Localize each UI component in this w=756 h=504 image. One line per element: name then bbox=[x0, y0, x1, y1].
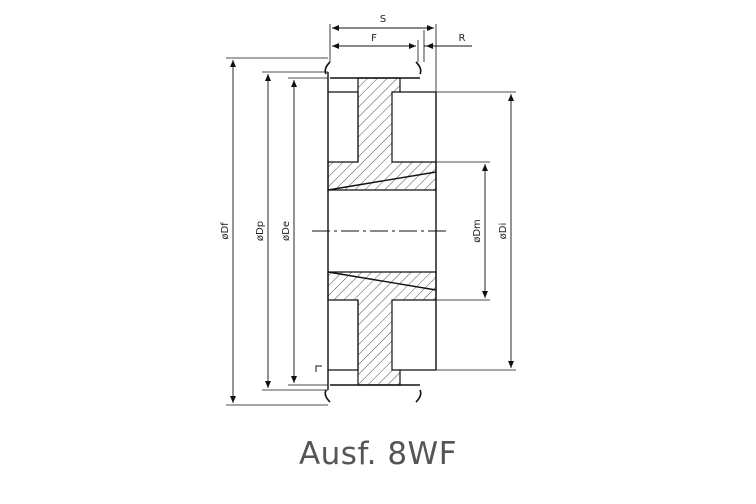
caption: Ausf. 8WF bbox=[298, 436, 458, 472]
label-dm: øDm bbox=[472, 219, 483, 243]
dimension-lines bbox=[230, 25, 514, 403]
label-dp: øDp bbox=[255, 221, 266, 241]
radius-mark bbox=[315, 365, 322, 372]
hub-section-lower bbox=[327, 271, 437, 386]
label-df: øDf bbox=[220, 222, 231, 240]
extension-lines bbox=[226, 24, 516, 406]
label-s: S bbox=[380, 14, 386, 25]
flanges bbox=[324, 61, 422, 403]
hub-section-upper bbox=[327, 77, 437, 191]
label-de: øDe bbox=[281, 221, 292, 241]
web-recesses bbox=[328, 91, 436, 371]
label-di: øDi bbox=[498, 223, 509, 240]
label-r: R bbox=[459, 33, 466, 44]
label-f: F bbox=[371, 33, 377, 44]
